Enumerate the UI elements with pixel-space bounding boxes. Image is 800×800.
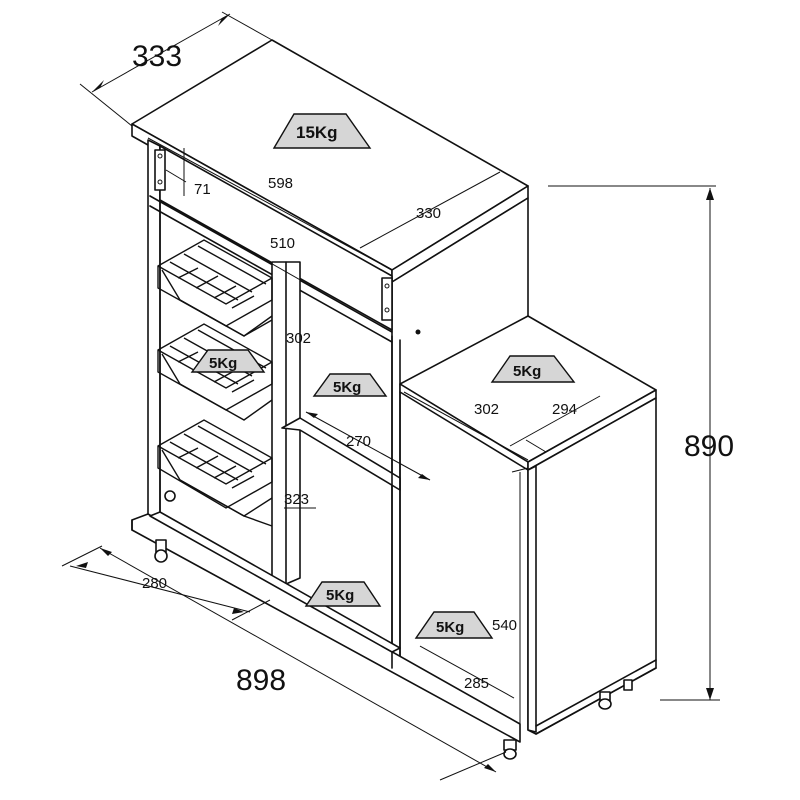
label-598: 598 bbox=[268, 175, 293, 192]
tall-unit bbox=[131, 39, 529, 760]
load-label-top: 15Kg bbox=[296, 123, 338, 142]
label-333: 333 bbox=[132, 40, 182, 73]
dimension-drawer-offset: 71 bbox=[165, 148, 211, 198]
dimension-total-height: 890 bbox=[548, 185, 734, 701]
label-302-low: 302 bbox=[474, 401, 499, 418]
caster-mid bbox=[623, 679, 633, 691]
basket-1 bbox=[157, 239, 273, 337]
load-badge-low-inner: 5Kg bbox=[414, 611, 494, 639]
drawer-runner-right bbox=[381, 277, 393, 321]
label-898: 898 bbox=[236, 664, 286, 697]
dimension-width-top: 598 bbox=[147, 137, 393, 271]
load-badge-bottom-shelf: 5Kg bbox=[304, 581, 382, 607]
label-890: 890 bbox=[684, 430, 734, 463]
load-label-middle-shelf: 5Kg bbox=[333, 379, 361, 396]
handle-knob bbox=[164, 490, 176, 502]
dimension-upper-shelf-height: 302 bbox=[286, 262, 311, 418]
dimension-drawer-width: 510 bbox=[159, 199, 389, 331]
dimension-low-base: 285 bbox=[419, 645, 515, 699]
dimension-lower-shelf-height: 323 bbox=[284, 430, 316, 578]
load-badge-basket: 5Kg bbox=[190, 349, 266, 373]
wire-baskets bbox=[157, 239, 273, 527]
low-cabinet-door-edge bbox=[527, 465, 537, 733]
label-510: 510 bbox=[270, 235, 295, 252]
load-label-basket: 5Kg bbox=[209, 355, 237, 372]
load-badge-top: 15Kg bbox=[272, 113, 372, 149]
caster-back-right bbox=[598, 691, 612, 710]
drawer-runner-left bbox=[154, 149, 166, 191]
label-285: 285 bbox=[464, 675, 489, 692]
dimension-total-width: 898 bbox=[99, 547, 507, 781]
low-cabinet bbox=[399, 315, 657, 735]
label-323: 323 bbox=[284, 491, 309, 508]
dimension-low-top-depth: 294 bbox=[509, 395, 601, 453]
load-badge-low-top: 5Kg bbox=[490, 355, 576, 383]
basket-3 bbox=[157, 419, 273, 527]
dimension-low-height: 540 bbox=[492, 467, 529, 730]
dimension-shelf-depth: 270 bbox=[305, 411, 431, 481]
label-540: 540 bbox=[492, 617, 517, 634]
caster-front-right bbox=[503, 739, 517, 760]
dimension-low-top-width: 302 bbox=[403, 391, 529, 461]
load-label-bottom-shelf: 5Kg bbox=[326, 587, 354, 604]
label-330: 330 bbox=[416, 205, 441, 222]
dimension-base-left: 280 bbox=[61, 545, 271, 621]
dimension-depth-top: 333 bbox=[79, 11, 273, 127]
label-71: 71 bbox=[194, 181, 211, 198]
caster-front-left bbox=[154, 539, 168, 563]
load-label-low-inner: 5Kg bbox=[436, 619, 464, 636]
label-302-upper: 302 bbox=[286, 330, 311, 347]
dimension-top-right-depth: 330 bbox=[359, 171, 501, 249]
label-294: 294 bbox=[552, 401, 577, 418]
load-label-low-top: 5Kg bbox=[513, 363, 541, 380]
load-badge-middle-shelf: 5Kg bbox=[312, 373, 388, 397]
label-280: 280 bbox=[142, 575, 167, 592]
label-270: 270 bbox=[346, 433, 371, 450]
